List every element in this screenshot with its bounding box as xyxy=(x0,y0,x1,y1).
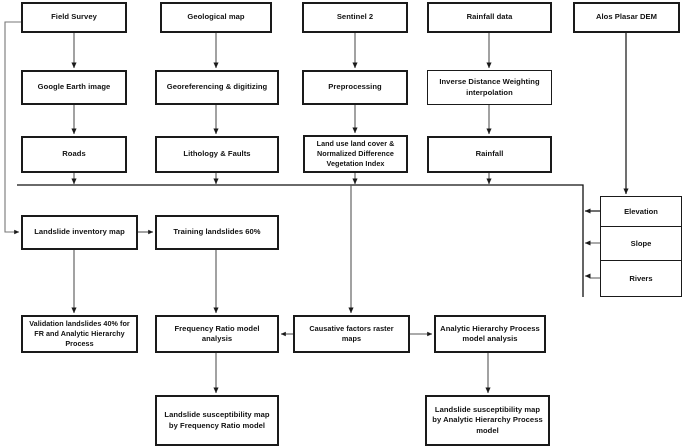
node-label: Sentinel 2 xyxy=(336,12,374,22)
node-lulc-ndvi[interactable]: Land use land cover & Normalized Differe… xyxy=(303,135,408,173)
node-lsm-frequency-ratio[interactable]: Landslide susceptibility map by Frequenc… xyxy=(155,395,279,446)
node-field-survey[interactable]: Field Survey xyxy=(21,2,127,33)
node-label: Field Survey xyxy=(51,12,97,22)
collector-bus-line xyxy=(17,184,584,297)
node-rainfall[interactable]: Rainfall xyxy=(427,136,552,173)
node-label: Validation landslides 40% for FR and Ana… xyxy=(29,319,130,348)
stack-cell-elevation[interactable]: Elevation xyxy=(601,197,681,227)
node-label: Georeferencing & digitizing xyxy=(166,82,268,92)
node-label: Rainfall data xyxy=(466,12,513,22)
node-validation-landslides[interactable]: Validation landslides 40% for FR and Ana… xyxy=(21,315,138,353)
node-label: Landslide susceptibility map by Analytic… xyxy=(432,405,543,435)
node-label: Lithology & Faults xyxy=(183,149,251,159)
node-frequency-ratio-analysis[interactable]: Frequency Ratio model analysis xyxy=(155,315,279,353)
node-preprocessing[interactable]: Preprocessing xyxy=(302,70,408,105)
node-label: Rainfall xyxy=(475,149,504,159)
node-lithology-faults[interactable]: Lithology & Faults xyxy=(155,136,279,173)
node-label: Land use land cover & Normalized Differe… xyxy=(316,139,395,168)
node-label: Inverse Distance Weighting interpolation xyxy=(439,77,540,97)
dem-derivatives-stack: Elevation Slope Rivers xyxy=(600,196,682,297)
stack-cell-label: Rivers xyxy=(629,273,653,283)
node-google-earth-image[interactable]: Google Earth image xyxy=(21,70,127,105)
stack-cell-rivers[interactable]: Rivers xyxy=(601,261,681,295)
stack-cell-label: Slope xyxy=(630,239,652,248)
node-sentinel-2[interactable]: Sentinel 2 xyxy=(302,2,408,33)
stack-cell-slope[interactable]: Slope xyxy=(601,227,681,261)
edge-field-survey-to-inventory-map xyxy=(4,21,21,235)
stack-cell-label: Elevation xyxy=(624,207,658,216)
node-label: Analytic Hierarchy Process model analysi… xyxy=(440,323,540,343)
node-landslide-inventory-map[interactable]: Landslide inventory map xyxy=(21,215,138,250)
edge-rivers-to-bus xyxy=(584,273,600,279)
node-label: Training landslides 60% xyxy=(173,227,261,237)
node-label: Google Earth image xyxy=(37,82,111,92)
node-label: Causative factors raster maps xyxy=(309,324,394,343)
node-label: Geological map xyxy=(187,12,245,22)
node-rainfall-data[interactable]: Rainfall data xyxy=(427,2,552,33)
node-georeferencing-digitizing[interactable]: Georeferencing & digitizing xyxy=(155,70,279,105)
node-label: Alos Plasar DEM xyxy=(595,12,658,22)
node-causative-factors-raster-maps[interactable]: Causative factors raster maps xyxy=(293,315,410,353)
node-training-landslides[interactable]: Training landslides 60% xyxy=(155,215,279,250)
node-idw-interpolation[interactable]: Inverse Distance Weighting interpolation xyxy=(427,70,552,105)
node-label: Landslide susceptibility map by Frequenc… xyxy=(164,410,270,430)
node-lsm-ahp[interactable]: Landslide susceptibility map by Analytic… xyxy=(425,395,550,446)
node-label: Landslide inventory map xyxy=(34,227,125,237)
node-roads[interactable]: Roads xyxy=(21,136,127,173)
node-alos-plasar-dem[interactable]: Alos Plasar DEM xyxy=(573,2,680,33)
node-label: Roads xyxy=(62,149,86,159)
node-ahp-analysis[interactable]: Analytic Hierarchy Process model analysi… xyxy=(434,315,546,353)
node-geological-map[interactable]: Geological map xyxy=(160,2,272,33)
node-label: Preprocessing xyxy=(328,82,382,92)
node-label: Frequency Ratio model analysis xyxy=(174,323,260,343)
